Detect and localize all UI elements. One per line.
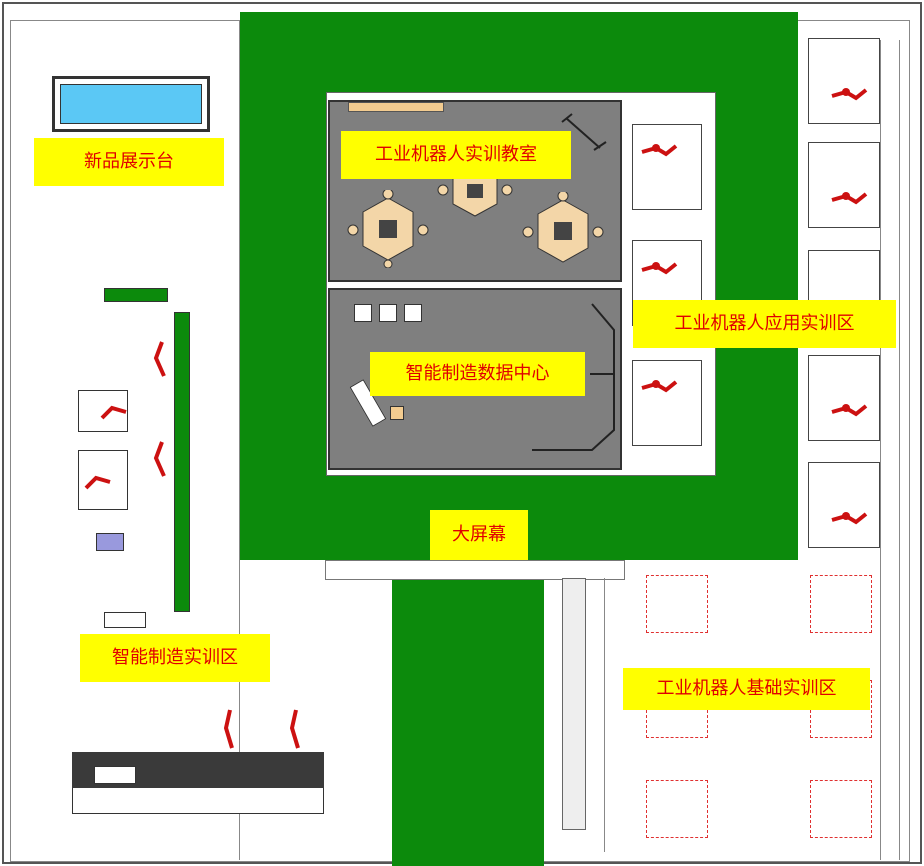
- industrial-robot-arm-icon: [641, 144, 678, 157]
- label-robot-classroom: 工业机器人实训教室: [341, 131, 571, 179]
- industrial-robot-arm-icon: [289, 709, 300, 749]
- left-strip: [20, 20, 240, 860]
- robot-application-station: [632, 124, 702, 210]
- label-robot-basic: 工业机器人基础实训区: [623, 668, 870, 710]
- robot-application-station: [808, 142, 880, 228]
- robot-application-station: [632, 360, 702, 446]
- industrial-robot-arm-icon: [153, 341, 166, 377]
- curved-screen-wall: [532, 303, 615, 451]
- label-big-screen: 大屏幕: [430, 510, 528, 560]
- industrial-robot-arm-icon: [153, 441, 166, 477]
- robot-application-station: [808, 462, 880, 548]
- robot-basic-cell: [810, 780, 872, 838]
- production-line: [174, 312, 190, 612]
- tripod-icon: [561, 113, 607, 151]
- robot-basic-cell: [810, 575, 872, 633]
- industrial-robot-arm-icon: [641, 380, 678, 393]
- robot-basic-cell: [646, 780, 708, 838]
- basic-zone-wall: [604, 578, 880, 852]
- workbench-device: [94, 766, 136, 784]
- robot-basic-cell: [646, 575, 708, 633]
- label-showcase: 新品展示台: [34, 138, 224, 186]
- robot-application-station: [808, 38, 880, 124]
- industrial-robot-arm-icon: [831, 404, 868, 417]
- right-corridor-wall: [880, 40, 900, 860]
- industrial-robot-arm-icon: [641, 262, 678, 275]
- hexagon-workstation-table-icon: [347, 190, 429, 268]
- industrial-robot-arm-icon: [84, 475, 111, 490]
- server-cabinet: [379, 304, 397, 322]
- storage-rack: [104, 612, 146, 628]
- label-smart-manufacturing: 智能制造实训区: [80, 634, 270, 682]
- industrial-robot-arm-icon: [831, 88, 868, 101]
- robot-application-station: [808, 355, 880, 441]
- server-cabinet: [354, 304, 372, 322]
- label-robot-application: 工业机器人应用实训区: [633, 300, 896, 348]
- classroom-desk: [348, 102, 444, 112]
- green-corridor: [392, 578, 544, 866]
- conveyor-rail: [562, 578, 586, 830]
- industrial-robot-arm-icon: [831, 192, 868, 205]
- chair: [390, 406, 404, 420]
- showcase-display: [60, 84, 202, 124]
- production-line-head: [104, 288, 168, 302]
- hexagon-workstation-table-icon: [522, 192, 604, 263]
- label-data-center: 智能制造数据中心: [370, 352, 585, 396]
- industrial-robot-arm-icon: [223, 709, 234, 749]
- industrial-robot-arm-icon: [831, 512, 868, 525]
- agv-cart: [96, 533, 124, 551]
- industrial-robot-arm-icon: [100, 405, 127, 420]
- screen-wall: [325, 560, 625, 580]
- server-cabinet: [404, 304, 422, 322]
